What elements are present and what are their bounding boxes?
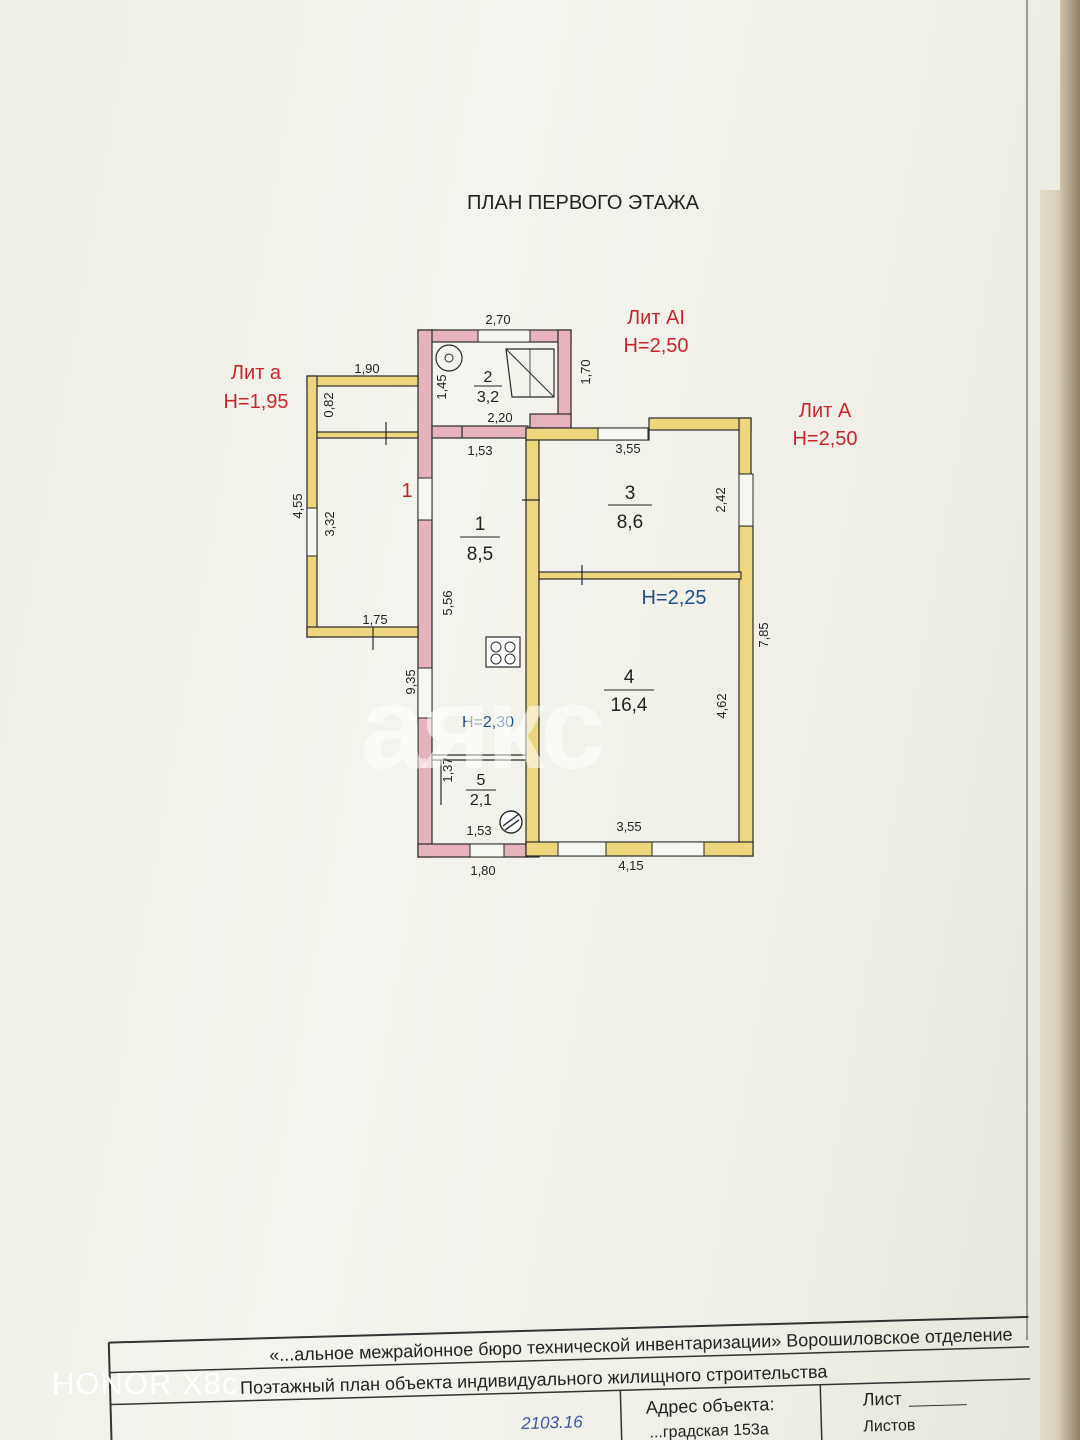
toilet-icon (435, 344, 463, 372)
dimension-labels: 2,70 1,90 1,70 1,45 0,82 2,20 1,53 3,55 … (290, 312, 771, 878)
dim-2-42: 2,42 (713, 487, 728, 512)
dim-1-53-top: 1,53 (467, 443, 492, 458)
stamp-sheet-label: Лист (862, 1388, 902, 1409)
stamp-handwritten: 2103.16 (520, 1412, 584, 1433)
room-3-number: 3 (625, 483, 636, 504)
stamp-address-value: ...градская 153а (649, 1421, 769, 1440)
dim-0-82: 0,82 (321, 392, 336, 417)
stove-icon (485, 636, 521, 668)
height-room-4: H=2,25 (641, 587, 706, 609)
dim-3-32: 3,32 (322, 511, 337, 536)
yellow-walls (306, 375, 754, 858)
interior-lines (372, 422, 583, 805)
plan-title: ПЛАН ПЕРВОГО ЭТАЖА (467, 192, 700, 214)
room-labels: 1 8,5 2 3,2 3 8,6 4 16,4 5 2,1 (460, 369, 654, 809)
title-block-stamp: «...альное межрайонное бюро технической … (107, 1315, 1031, 1440)
shower-icon (505, 348, 555, 398)
dim-1-53-bottom: 1,53 (466, 823, 491, 838)
boiler-icon (499, 810, 523, 834)
room-4-area: 16,4 (611, 695, 648, 716)
room-2-number: 2 (484, 369, 493, 386)
lit-a1-name: Лит АI (627, 307, 685, 329)
dim-7-85: 7,85 (756, 622, 771, 647)
room-3-area: 8,6 (617, 512, 643, 533)
stamp-line-1: «...альное межрайонное бюро технической … (269, 1324, 1013, 1365)
frame-border-line (1026, 0, 1028, 1340)
dim-4-62: 4,62 (714, 693, 729, 718)
dim-9-35: 9,35 (403, 669, 418, 694)
dim-4-55: 4,55 (290, 493, 305, 518)
room-2-area: 3,2 (477, 389, 499, 406)
dim-3-55-top: 3,55 (615, 441, 640, 456)
entrance-mark: 1 (401, 480, 412, 502)
stamp-address-label: Адрес объекта: (646, 1394, 775, 1418)
windows (306, 329, 754, 858)
room-5-area: 2,1 (470, 792, 492, 809)
lit-a-height: H=1,95 (223, 391, 288, 413)
dim-1-37: 1,37 (440, 757, 455, 782)
room-1-number: 1 (475, 514, 486, 535)
dim-2-20: 2,20 (487, 410, 512, 425)
binder-edge (1060, 0, 1080, 1440)
dim-1-45: 1,45 (434, 374, 449, 399)
dim-1-70: 1,70 (578, 359, 593, 384)
room-5-number: 5 (477, 772, 486, 789)
dim-1-90: 1,90 (354, 361, 379, 376)
dim-1-80: 1,80 (470, 863, 495, 878)
dim-3-55-bottom: 3,55 (616, 819, 641, 834)
camera-brand-watermark: HONOR X8c (52, 1366, 239, 1401)
dim-1-75: 1,75 (362, 612, 387, 627)
lit-a-name: Лит а (231, 362, 282, 384)
room-1-area: 8,5 (467, 544, 493, 565)
lit-a1-height: H=2,50 (623, 335, 688, 357)
dim-2-70: 2,70 (485, 312, 510, 327)
dim-4-15: 4,15 (618, 858, 643, 873)
dim-5-56: 5,56 (440, 590, 455, 615)
lit-A-name: Лит А (799, 400, 852, 422)
lit-A-height: H=2,50 (792, 428, 857, 450)
watermark-logo: аякс (360, 662, 606, 794)
height-room-1: H=2,30 (462, 714, 514, 731)
stamp-sheets-label: Листов (863, 1417, 915, 1435)
room-4-number: 4 (624, 667, 635, 688)
